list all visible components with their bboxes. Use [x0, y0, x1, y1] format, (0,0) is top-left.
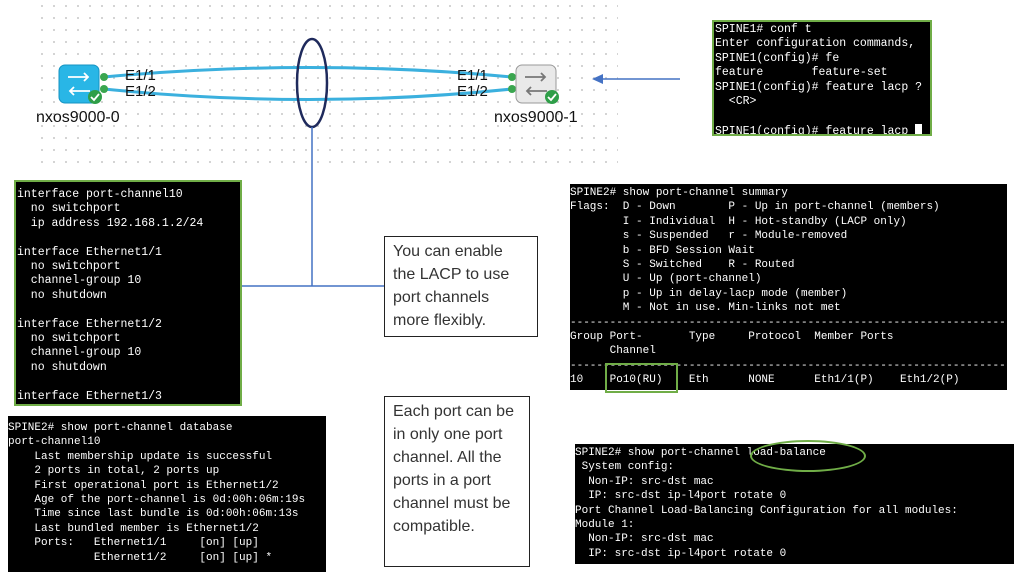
terminal-line: SPINE2# show port-channel summary [570, 187, 788, 199]
terminal-line: s - Suspended r - Module-removed [570, 230, 848, 243]
terminal-line: channel-group 10 [17, 346, 142, 360]
terminal-line: no shutdown [17, 288, 107, 302]
port-dot [508, 73, 516, 81]
terminal-line: U - Up (port-channel) [570, 273, 762, 286]
terminal-line: Enter configuration commands, [715, 37, 916, 51]
left-port-label: E1/1 [125, 67, 156, 84]
terminal-line: <CR> [715, 95, 757, 109]
terminal-line: Non-IP: src-dst mac [575, 475, 714, 488]
terminal-line: First operational port is Ethernet1/2 [8, 479, 279, 492]
port-dot [100, 85, 108, 93]
terminal-line: Non-IP: src-dst mac [575, 533, 714, 546]
terminal-line: Ports: Ethernet1/1 [on] [up] [8, 537, 259, 550]
port-channel-database-terminal: SPINE2# show port-channel database port-c… [8, 416, 326, 572]
terminal-line: no switchport [17, 332, 121, 346]
terminal-line: Time since last bundle is 0d:00h:06m:13s [8, 508, 299, 521]
terminal-line: Group Port- Type Protocol Member Ports [570, 331, 894, 344]
link-e1-1 [103, 66, 513, 79]
terminal-line: Flags: D - Down P - Up in port-channel (… [570, 201, 940, 214]
terminal-line: IP: src-dst ip-l4port rotate 0 [575, 490, 787, 503]
terminal-line: port-channel10 [8, 436, 101, 449]
terminal-line: interface port-channel10 [17, 188, 183, 201]
terminal-line: 2 ports in total, 2 ports up [8, 465, 220, 478]
terminal-line: ​ [17, 375, 240, 389]
terminal-line: Module 1: [575, 519, 635, 532]
terminal-line: no shutdown [17, 360, 107, 374]
terminal-line: SPINE1(config)# feature lacp ? [715, 80, 923, 94]
terminal-line: interface Ethernet1/3 [17, 389, 162, 403]
terminal-line: p - Up in delay-lacp mode (member) [570, 287, 848, 300]
port-dot [100, 73, 108, 81]
terminal-line: Channel [570, 345, 656, 358]
terminal-line: SPINE1(config)# fe [715, 51, 840, 65]
check-icon [545, 90, 559, 104]
terminal-line: ----------------------------------------… [570, 316, 1007, 329]
cursor-icon [915, 123, 923, 134]
terminal-line: ​ [715, 109, 930, 123]
port-dot [508, 85, 516, 93]
terminal-line: interface Ethernet1/2 [17, 317, 162, 331]
terminal-line: Ethernet1/2 [on] [up] * [8, 551, 273, 564]
terminal-line: SPINE1(config)# feature lacp [715, 124, 916, 136]
terminal-line: ----------------------------------------… [570, 359, 1007, 372]
left-port-label: E1/2 [125, 83, 156, 100]
terminal-line: channel-group 10 [17, 274, 142, 288]
terminal-line: Last bundled member is Ethernet1/2 [8, 522, 259, 535]
terminal-line: Port Channel Load-Balancing Configuratio… [575, 504, 958, 517]
terminal-line: no switchport [17, 260, 121, 274]
terminal-line: ip address 192.168.1.2/24 [17, 216, 204, 230]
terminal-line: Last membership update is successful [8, 450, 273, 463]
port-channel-ellipse [295, 37, 329, 129]
terminal-line: I - Individual H - Hot-standby (LACP onl… [570, 215, 907, 228]
terminal-line: Age of the port-channel is 0d:00h:06m:19… [8, 494, 306, 507]
right-port-label: E1/1 [457, 67, 488, 84]
po10-highlight-box [605, 363, 678, 393]
terminal-line: System config: [575, 461, 675, 474]
check-icon [88, 90, 102, 104]
terminal-line: SPINE1# conf t [715, 23, 812, 36]
terminal-line: M - Not in use. Min-links not met [570, 302, 841, 315]
interface-config-terminal: interface port-channel10 no switchport i… [14, 180, 242, 406]
terminal-line: feature feature-set [715, 66, 888, 80]
link-e1-2 [103, 87, 513, 101]
left-switch-name: nxos9000-0 [36, 109, 120, 126]
lacp-callout: You can enable the LACP to use port chan… [384, 236, 538, 337]
terminal-line: interface Ethernet1/1 [17, 245, 162, 259]
terminal-line: S - Switched R - Routed [570, 259, 795, 272]
terminal-line: b - BFD Session Wait [570, 244, 755, 257]
load-balance-highlight-ellipse [750, 440, 866, 472]
terminal-line: no switchport [17, 202, 121, 216]
terminal-line: IP: src-dst ip-l4port rotate 0 [575, 547, 787, 560]
terminal-line: ​ [17, 303, 240, 317]
terminal-prompt-line: SPINE1(config)# feature lacp [715, 123, 930, 136]
right-port-label: E1/2 [457, 83, 488, 100]
terminal-line: 10 Po10(RU) Eth NONE Eth1/1(P) Eth1/2(P) [570, 374, 960, 387]
compatibility-callout: Each port can be in only one port channe… [384, 396, 530, 567]
terminal-line: ​ [17, 231, 240, 245]
terminal-line: SPINE2# show port-channel database [8, 422, 233, 434]
right-switch-name: nxos9000-1 [494, 109, 578, 126]
